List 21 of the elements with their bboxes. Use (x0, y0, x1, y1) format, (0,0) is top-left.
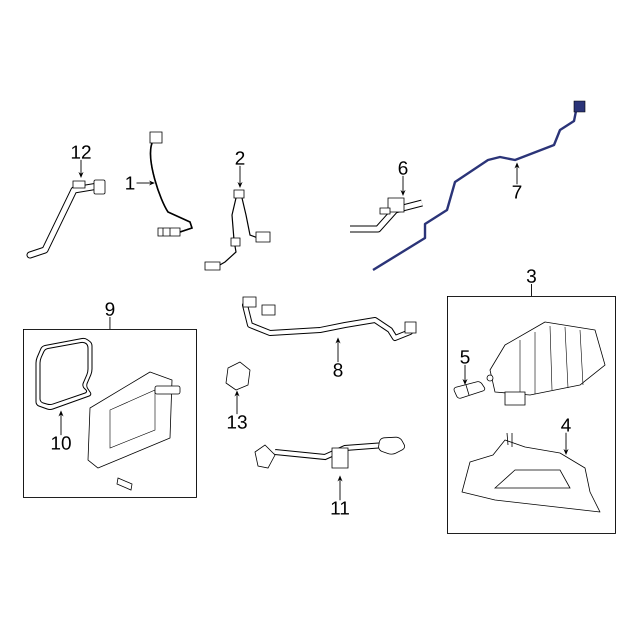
callout-number: 5 (460, 350, 470, 364)
callout-number: 8 (334, 363, 342, 377)
part-drawing (350, 198, 423, 232)
callout-number: 12 (72, 145, 91, 159)
callout-number: 2 (236, 151, 244, 165)
callout-number: 13 (228, 415, 247, 429)
part-drawing (36, 338, 92, 410)
part-drawing (204, 190, 270, 270)
part-drawing (462, 432, 600, 512)
part-drawing (254, 436, 405, 468)
part-drawing (150, 132, 193, 236)
callout-number: 1 (126, 176, 134, 190)
callout-number: 11 (332, 501, 349, 515)
part-drawing (26, 180, 106, 258)
part-drawing (242, 296, 416, 341)
callout-number: 4 (561, 418, 571, 432)
part-drawing (454, 381, 486, 399)
part-drawing (226, 362, 250, 390)
node-label: 9 (106, 302, 114, 316)
node-label: 3 (526, 269, 536, 283)
callout-number: 10 (52, 436, 71, 450)
